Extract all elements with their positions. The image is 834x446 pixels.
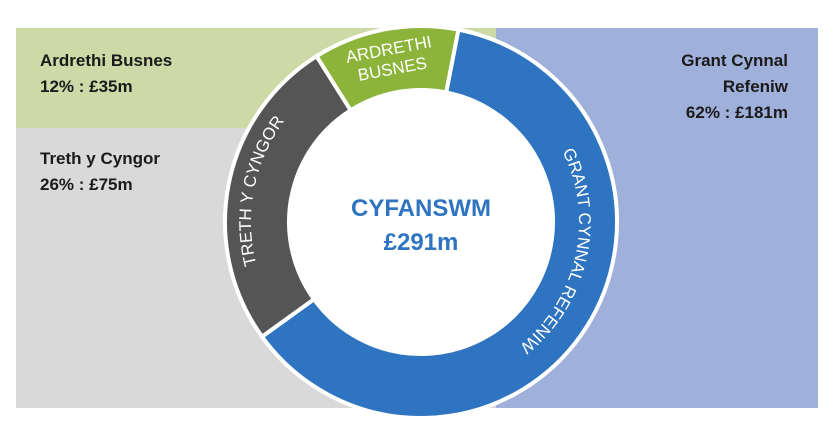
council-tax-name: Treth y Cyngor bbox=[40, 149, 160, 168]
council-tax-value: 26% : £75m bbox=[40, 175, 133, 194]
revenue-grant-value: 62% : £181m bbox=[685, 103, 788, 122]
business-rates-legend: Ardrethi Busnes 12% : £35m bbox=[40, 48, 172, 100]
center-value: £291m bbox=[384, 229, 459, 256]
slice-revenue-grant bbox=[259, 27, 619, 420]
donut-hole bbox=[289, 90, 553, 354]
center-title: CYFANSWM bbox=[351, 195, 491, 222]
business-rates-name: Ardrethi Busnes bbox=[40, 51, 173, 70]
revenue-grant-legend: Grant Cynnal Refeniw 62% : £181m bbox=[628, 48, 788, 126]
business-rates-value: 12% : £35m bbox=[40, 77, 133, 96]
council-tax-legend: Treth y Cyngor 26% : £75m bbox=[40, 146, 160, 198]
revenue-grant-name: Grant Cynnal Refeniw bbox=[681, 51, 788, 96]
